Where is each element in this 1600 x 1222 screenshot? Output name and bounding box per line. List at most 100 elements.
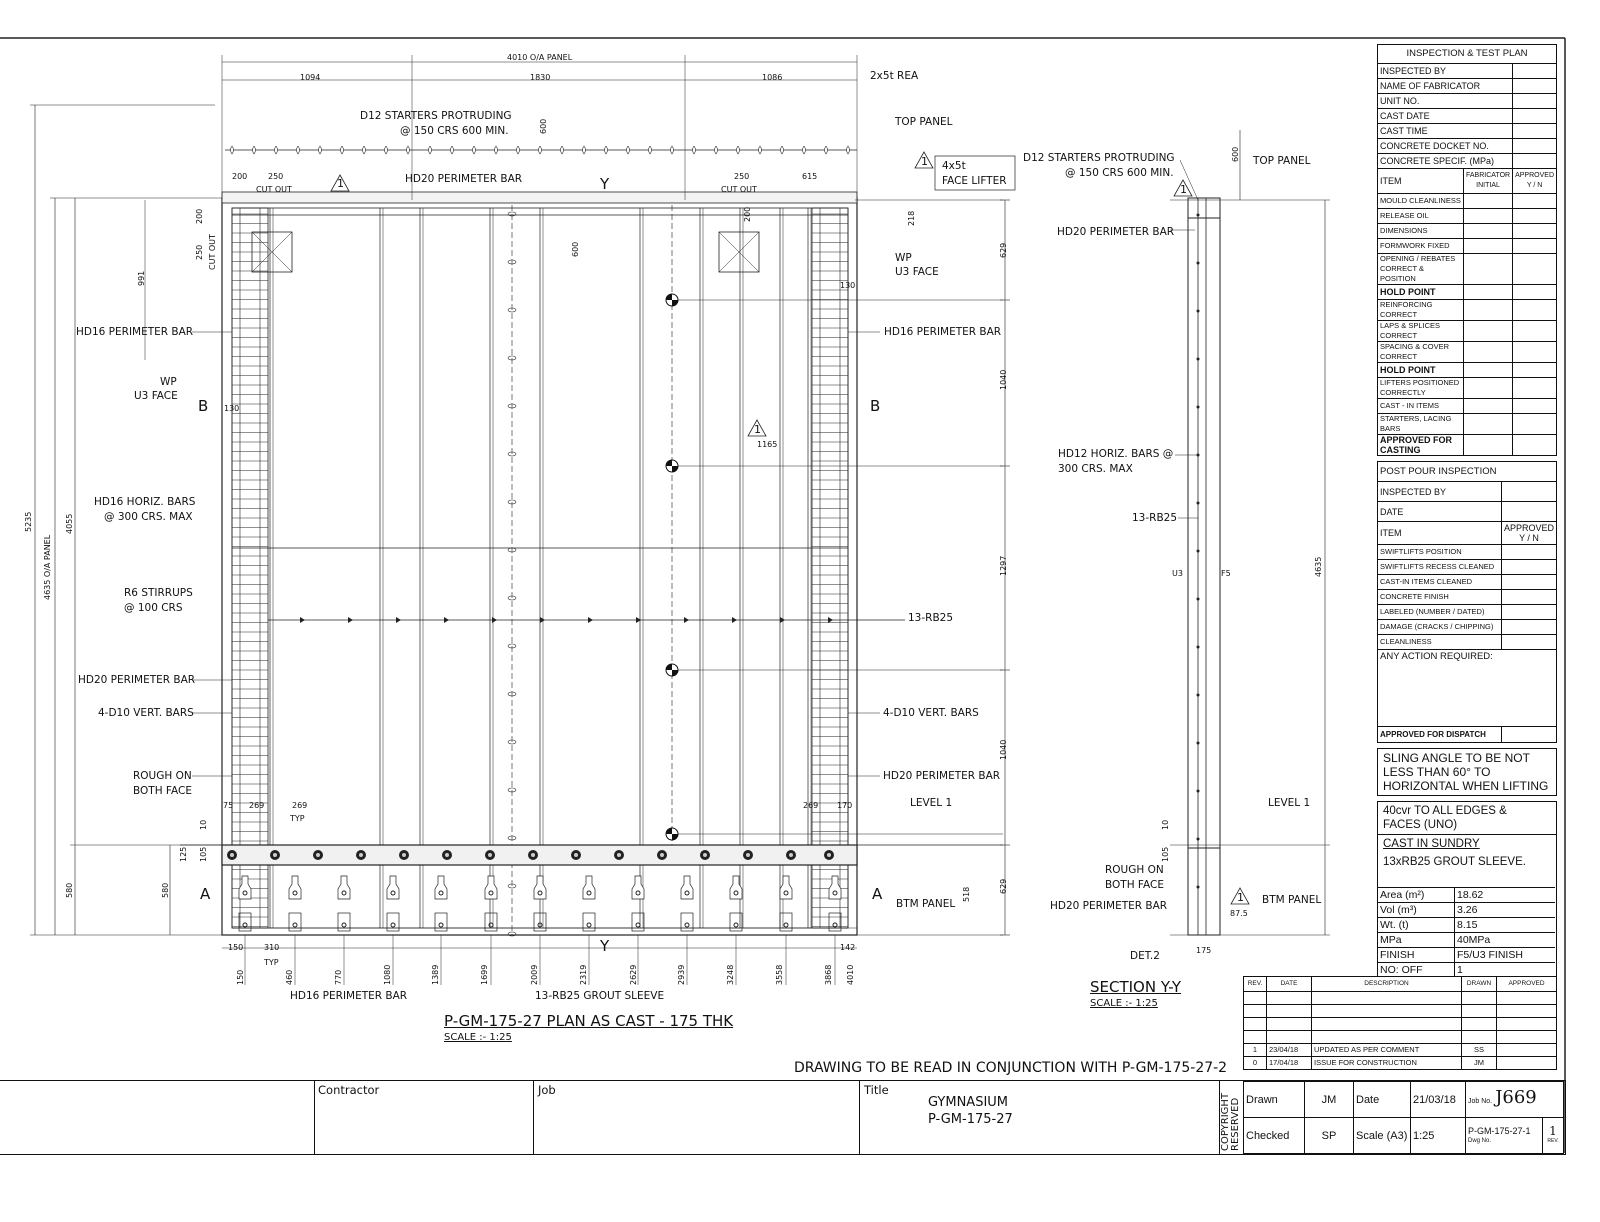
drawing-label: @ 150 CRS 600 MIN.: [1065, 167, 1174, 179]
grout-sleeve-core: [531, 853, 535, 857]
rev-label: REV.: [1547, 1137, 1559, 1144]
sleeve-port: [684, 922, 690, 928]
drawing-label: 2939: [677, 964, 686, 985]
drawing-label: TYP: [290, 814, 305, 823]
rev-cell: [1311, 1017, 1462, 1031]
itp-item: MOULD CLEANLINESS: [1377, 193, 1557, 209]
job-no-value: J669: [1495, 1086, 1537, 1108]
sleeve-port: [537, 922, 543, 928]
drawing-label: D12 STARTERS PROTRUDING: [360, 110, 512, 122]
section-leader: [1179, 159, 1199, 201]
drawn-value: JM: [1304, 1081, 1354, 1118]
pp-item-label: CONCRETE FINISH: [1377, 589, 1502, 605]
sleeve-port: [832, 922, 838, 928]
approved-cell: [1512, 398, 1557, 414]
grout-sleeve-core: [574, 853, 578, 857]
grout-sleeve-mark: [507, 307, 517, 313]
starter-bar: [252, 145, 256, 155]
lifter-fill: [666, 664, 678, 676]
arrowhead: [828, 617, 833, 623]
sleeve-port: [438, 922, 444, 928]
pp-item-label: SWIFTLIFTS RECESS CLEANED: [1377, 559, 1502, 575]
grout-sleeve-core: [316, 853, 320, 857]
drawing-label: BOTH FACE: [133, 785, 192, 797]
sleeve-port: [488, 890, 494, 896]
itp-item: CAST - IN ITEMS: [1377, 398, 1557, 414]
grout-sleeve-mark: [507, 403, 517, 409]
title-block: Contractor Job Title GYMNASIUM P-GM-175-…: [0, 1080, 1566, 1155]
sleeve-base: [434, 912, 448, 932]
starter-bar: [516, 145, 520, 155]
grout-sleeve-mark: [507, 211, 517, 217]
drawing-label: 105: [199, 846, 208, 862]
panel-outline: [221, 197, 858, 936]
approved-cell: [1512, 377, 1557, 399]
drawing-label: 1830: [530, 73, 551, 82]
drawing-label: CUT OUT: [721, 185, 757, 194]
starter-bar: [494, 145, 498, 155]
itp-field-label: UNIT NO.: [1376, 93, 1514, 109]
drawing-label: 2x5t REA: [870, 70, 919, 82]
drawing-label: HD20 PERIMETER BAR: [78, 674, 196, 686]
drawing-label: 615: [802, 172, 818, 181]
grout-sleeve-core: [230, 853, 234, 857]
lifter-fill: [666, 460, 678, 472]
itp-item-label: OPENING / REBATES CORRECT & POSITION: [1377, 253, 1464, 285]
starter-bar: [736, 145, 740, 155]
cut-out-cross: [251, 231, 293, 273]
itp-item: DIMENSIONS: [1377, 223, 1557, 239]
dwg-no-label: Dwg No.: [1468, 1137, 1492, 1144]
sleeve-port: [242, 922, 248, 928]
itp-item-label: LAPS & SPLICES CORRECT: [1377, 320, 1464, 342]
revision-mark: 1: [921, 155, 928, 168]
fab-initial-cell: [1462, 284, 1514, 300]
grout-sleeve-body: [828, 875, 842, 900]
pp-appr-header: APPROVED Y / N: [1500, 521, 1558, 545]
itp-field-value: [1512, 93, 1557, 109]
starter-bar: [472, 145, 476, 155]
pp-item: CAST-IN ITEMS CLEANED: [1377, 574, 1558, 590]
drawing-label: @ 100 CRS: [124, 602, 183, 614]
grout-sleeve-core: [359, 853, 363, 857]
pp-date-value: [1500, 501, 1558, 522]
drawing-label: 310: [264, 943, 280, 952]
drawing-label: 269: [292, 801, 308, 810]
starter-bar: [538, 145, 542, 155]
title-details: Drawn JM Date 21/03/18 Job No. J669 Chec…: [1243, 1081, 1564, 1154]
rev-cell: [1243, 1030, 1267, 1044]
drawing-label: 518: [962, 886, 971, 902]
drawing-label: A: [200, 885, 211, 903]
pp-item-header: ITEM: [1377, 521, 1502, 545]
drawing-label: 4-D10 VERT. BARS: [883, 707, 979, 719]
itp-field-label: NAME OF FABRICATOR: [1376, 78, 1514, 94]
drawing-label: BTM PANEL: [896, 898, 956, 910]
pp-item: CONCRETE FINISH: [1377, 589, 1558, 605]
rev-cell: [1266, 1004, 1312, 1018]
table-row: UNIT NO.: [1376, 93, 1557, 109]
revision-triangle: [914, 151, 934, 169]
rev-cell: 23/04/18: [1266, 1043, 1312, 1057]
starter-bar: [758, 145, 762, 155]
property-label: Area (m²): [1378, 887, 1455, 903]
sleeve-base: [729, 912, 743, 932]
sleeve-base: [631, 912, 645, 932]
starter-bar: [406, 145, 410, 155]
pp-approved-cell: [1500, 589, 1558, 605]
rev-cell: 0: [1243, 1056, 1267, 1070]
date-label: Date: [1353, 1081, 1411, 1118]
itp-field-value: [1512, 108, 1557, 124]
job-label: Job: [538, 1083, 556, 1097]
fab-initial-cell: [1462, 413, 1514, 435]
drawing-label: 629: [999, 242, 1008, 258]
section-bar: [1196, 405, 1200, 409]
grout-sleeve-core: [703, 853, 707, 857]
starter-bar: [362, 145, 366, 155]
section-bottom: [1187, 847, 1221, 936]
table-row: INSPECTED BY: [1377, 481, 1558, 502]
revision-triangle: [747, 419, 767, 437]
sleeve-port: [733, 890, 739, 896]
